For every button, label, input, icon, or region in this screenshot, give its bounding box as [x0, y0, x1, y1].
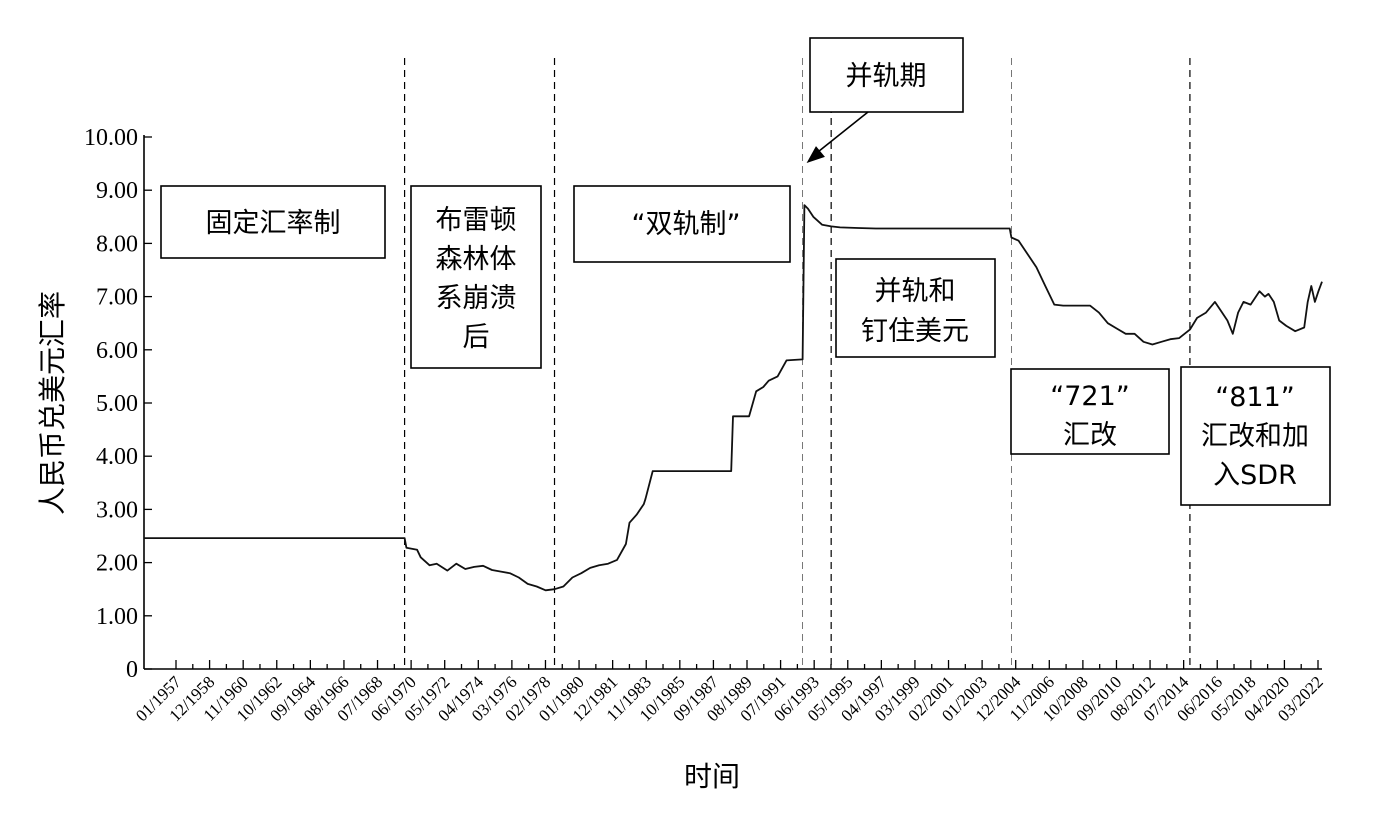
y-tick-label: 10.00 [84, 125, 138, 151]
annotation-text: 汇改 [1063, 420, 1117, 451]
annotation-box-frame [1010, 368, 1170, 455]
annotation-text: “双轨制” [632, 209, 741, 240]
y-tick-label: 5.00 [96, 391, 138, 417]
annotation-text: 入SDR [1213, 460, 1297, 491]
y-tick-label: 3.00 [96, 497, 138, 523]
annotation-text: 汇改和加 [1201, 421, 1309, 452]
y-tick-label: 8.00 [96, 231, 138, 257]
y-tick-label: 0 [126, 657, 138, 683]
annotation-box-frame [160, 185, 386, 259]
y-tick-label: 1.00 [96, 604, 138, 630]
y-axis-title: 人民币兑美元汇率 [36, 291, 69, 515]
annotation-text: “721” [1050, 381, 1130, 412]
annotation-text: 森林体 [436, 244, 517, 275]
annotation-box: 固定汇率制 [160, 185, 386, 259]
annotation-text: 布雷顿 [436, 205, 517, 236]
y-tick-label: 2.00 [96, 551, 138, 577]
annotation-text: 钉住美元 [861, 316, 969, 347]
axes [143, 135, 1322, 670]
y-tick-label: 4.00 [96, 444, 138, 470]
annotation-arrow [806, 111, 869, 163]
annotation-text: 并轨和 [875, 276, 956, 307]
period-lines [403, 58, 1191, 669]
annotation-text: 系崩溃 [436, 283, 517, 314]
arrow-head [806, 146, 825, 163]
y-tick-label: 9.00 [96, 178, 138, 204]
annotation-text: 并轨期 [846, 61, 927, 92]
annotation-box: 并轨期 [809, 37, 964, 113]
annotation-box-frame [1180, 366, 1331, 506]
y-tick-label: 7.00 [96, 285, 138, 311]
y-tick-label: 6.00 [96, 338, 138, 364]
annotation-text: 后 [463, 322, 490, 353]
y-axis-ticks: 0 1.00 2.00 3.00 4.00 5.00 6.00 7.00 8.00 9.00 10.… [84, 125, 152, 683]
annotation-text: 固定汇率制 [206, 208, 341, 239]
annotation-box-frame [573, 185, 791, 263]
annotation-box-frame [835, 258, 996, 358]
series-line-usd-cny [144, 204, 1323, 592]
annotation-text: “811” [1215, 382, 1295, 413]
annotation-box: “双轨制” [573, 185, 791, 263]
arrow-shaft [816, 111, 869, 154]
x-axis-title: 时间 [684, 760, 740, 793]
annotation-box-frame [809, 37, 964, 113]
annotation-box-frame [410, 185, 542, 369]
annotation-box: “721” 汇改 [1010, 368, 1170, 455]
